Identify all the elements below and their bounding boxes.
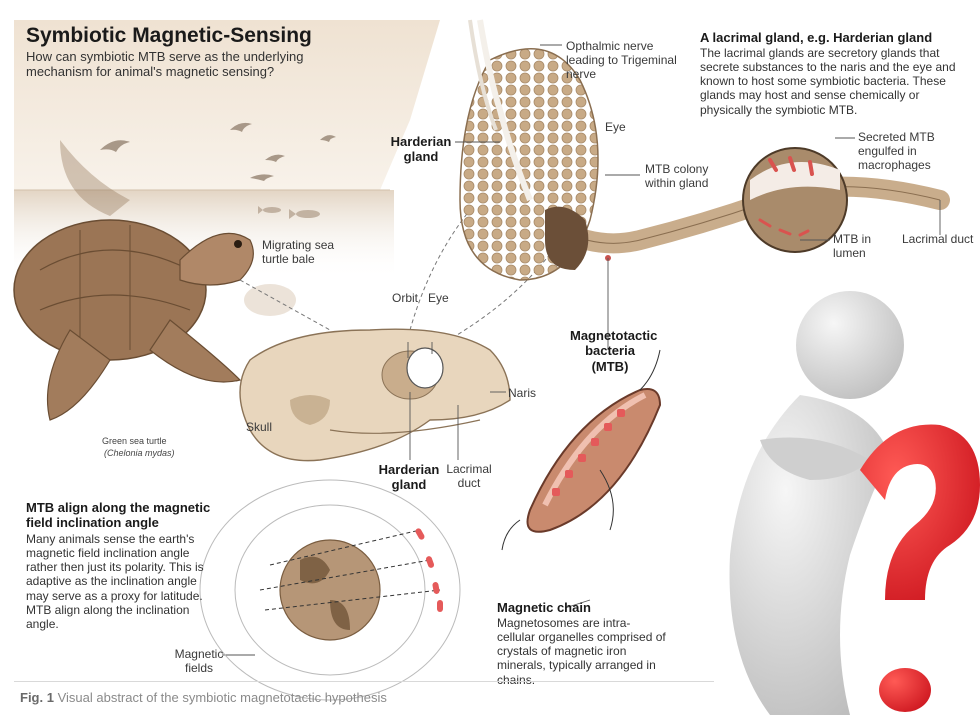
label-secreted-mtb: Secreted MTB engulfed in macrophages: [858, 130, 978, 172]
caption-label: Fig. 1: [20, 690, 54, 705]
align-heading: MTB align along the magnetic field incli…: [26, 500, 226, 531]
lacrimal-body: The lacrimal glands are secretory glands…: [700, 46, 968, 117]
question-mark-icon: [860, 425, 980, 712]
caption-divider: [14, 681, 714, 682]
earth-magnetic-field-illustration: [200, 480, 460, 700]
label-mtb-in-lumen: MTB in lumen: [833, 232, 883, 260]
label-ophthalmic-nerve: Opthalmic nerve leading to Trigeminal ne…: [566, 39, 686, 81]
label-naris: Naris: [508, 386, 536, 400]
label-eye-skull: Eye: [428, 291, 449, 305]
caption-text: Visual abstract of the symbiotic magneto…: [58, 690, 387, 705]
figure-caption: Fig. 1 Visual abstract of the symbiotic …: [20, 690, 387, 705]
label-green-turtle: Green sea turtle: [102, 436, 167, 447]
label-magnetotactic-bacteria: Magnetotactic bacteria (MTB): [570, 328, 650, 374]
magnetotactic-bacterium-illustration: [502, 350, 660, 550]
label-eye-top: Eye: [605, 120, 626, 134]
label-harderian-gland-bottom: Harderian gland: [374, 462, 444, 493]
label-magnetic-fields: Magnetic fields: [174, 647, 224, 675]
chain-heading: Magnetic chain: [497, 600, 591, 615]
magnified-lumen-illustration: [743, 148, 847, 252]
figure-subtitle: How can symbiotic MTB serve as the under…: [26, 49, 316, 80]
label-migrating-turtle: Migrating sea turtle bale: [262, 238, 362, 266]
label-orbit: Orbit: [392, 291, 418, 305]
label-harderian-gland-top: Harderian gland: [388, 134, 454, 165]
label-mtb-colony: MTB colony within gland: [645, 162, 725, 190]
align-body: Many animals sense the earth's magnetic …: [26, 532, 216, 631]
lacrimal-heading: A lacrimal gland, e.g. Harderian gland: [700, 30, 960, 45]
skull-illustration: [240, 329, 510, 460]
label-lacrimal-duct-right: Lacrimal duct: [902, 232, 978, 246]
label-green-turtle-latin: (Chelonia mydas): [104, 448, 175, 459]
figure-title: Symbiotic Magnetic-Sensing: [26, 24, 312, 49]
chain-body: Magnetosomes are intra-cellular organell…: [497, 616, 667, 687]
thinking-figure-illustration: [730, 291, 905, 715]
label-lacrimal-duct-bottom: Lacrimal duct: [444, 462, 494, 490]
label-skull: Skull: [246, 420, 272, 434]
